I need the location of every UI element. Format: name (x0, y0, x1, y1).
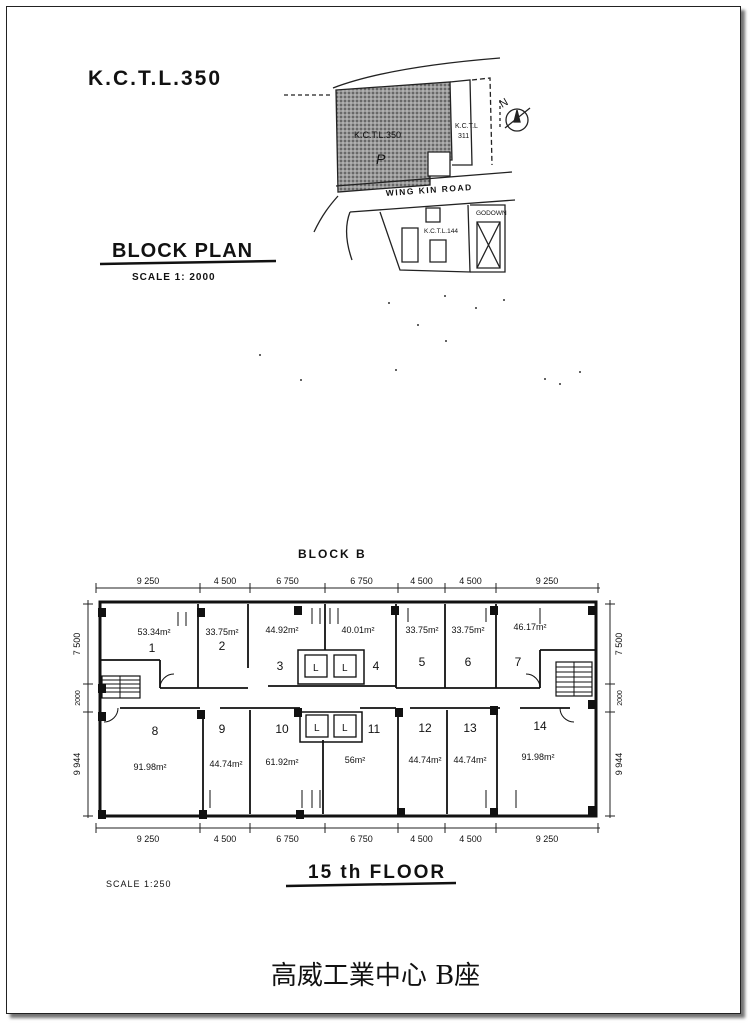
dims-bottom: 9 250 4 500 6 750 6 750 4 500 4 500 9 250 (137, 834, 559, 844)
lift-cores: L L L L (297, 649, 365, 743)
godown-label: GODOWN (476, 210, 507, 217)
site-label: K.C.T.L.350 (354, 130, 401, 140)
unit-10-area: 61.92m² (265, 757, 298, 767)
unit-1-area: 53.34m² (137, 627, 170, 637)
dim-bottom-6: 4 500 (459, 834, 482, 844)
columns (98, 606, 596, 819)
lift-1 (304, 654, 328, 678)
unit-11-number: 11 (368, 722, 381, 736)
unit-12-number: 12 (418, 721, 432, 735)
block-plan-title: BLOCK PLAN (112, 240, 253, 262)
unit-7-number: 7 (515, 655, 522, 669)
unit-6-area: 33.75m² (451, 625, 484, 635)
neighbor-lot-upper-2: 311 (458, 133, 469, 140)
dim-top-2: 4 500 (214, 576, 237, 586)
unit-6-number: 6 (465, 655, 472, 669)
floor-title-underline (285, 881, 457, 888)
lift-1-label: L (313, 663, 319, 674)
lift-core-lower (299, 711, 363, 743)
unit-13-area: 44.74m² (453, 755, 486, 765)
dim-bottom-7: 9 250 (536, 834, 559, 844)
dim-right-3: 9 944 (614, 753, 624, 776)
unit-9-area: 44.74m² (209, 759, 242, 769)
document-caption: 高威工業中心 B座 (270, 961, 481, 991)
dim-left-3: 9 944 (72, 753, 82, 776)
unit-5-number: 5 (419, 655, 426, 669)
unit-9-number: 9 (219, 722, 226, 736)
dim-right-1: 7 500 (614, 633, 624, 656)
lift-core-upper (297, 649, 365, 685)
dims-right: 7 500 2000 9 944 (614, 633, 624, 776)
lift-4 (333, 714, 357, 738)
lift-3 (305, 714, 329, 738)
unit-4-number: 4 (373, 659, 380, 673)
dim-bottom-1: 9 250 (137, 834, 160, 844)
unit-7-area: 46.17m² (513, 622, 546, 632)
unit-8-area: 91.98m² (133, 762, 166, 772)
unit-2-area: 33.75m² (205, 627, 238, 637)
lift-2-label: L (342, 663, 348, 674)
unit-14-number: 14 (533, 719, 547, 733)
site-map (284, 57, 516, 273)
dim-right-2: 2000 (617, 690, 624, 706)
unit-8-number: 8 (152, 724, 159, 738)
unit-5-area: 33.75m² (405, 625, 438, 635)
neighbor-lot-lower: K.C.T.L.144 (424, 228, 458, 235)
dim-top-6: 4 500 (459, 576, 482, 586)
dim-left-1: 7 500 (72, 633, 82, 656)
unit-3-area: 44.92m² (265, 625, 298, 635)
dimension-lines (83, 583, 615, 833)
dim-bottom-3: 6 750 (276, 834, 299, 844)
dim-top-3: 6 750 (276, 576, 299, 586)
floor-plan-scale: SCALE 1:250 (106, 879, 172, 889)
unit-12-area: 44.74m² (408, 755, 441, 765)
dim-top-7: 9 250 (536, 576, 559, 586)
unit-14-area: 91.98m² (521, 752, 554, 762)
dim-left-2: 2000 (75, 690, 82, 706)
dim-top-5: 4 500 (410, 576, 433, 586)
dim-top-1: 9 250 (137, 576, 160, 586)
floor-title: 15 th FLOOR (308, 862, 446, 883)
dim-bottom-5: 4 500 (410, 834, 433, 844)
unit-1-number: 1 (149, 641, 156, 655)
dim-bottom-2: 4 500 (214, 834, 237, 844)
site-letter: P (376, 151, 386, 167)
lift-4-label: L (342, 723, 348, 734)
block-plan-underline (99, 259, 277, 266)
dim-top-4: 6 750 (350, 576, 373, 586)
lot-title: K.C.T.L.350 (88, 67, 222, 90)
unit-3-number: 3 (277, 659, 284, 673)
unit-4-area: 40.01m² (341, 625, 374, 635)
lift-3-label: L (314, 723, 320, 734)
unit-10-number: 10 (275, 722, 289, 736)
unit-2-number: 2 (219, 639, 226, 653)
dim-bottom-4: 6 750 (350, 834, 373, 844)
block-title: BLOCK B (298, 547, 367, 561)
unit-13-number: 13 (463, 721, 477, 735)
block-plan-scale: SCALE 1: 2000 (132, 272, 216, 283)
scan-noise (259, 295, 581, 385)
unit-11-area: 56m² (345, 755, 366, 765)
unit-labels: 53.34m² 1 33.75m² 2 44.92m² 3 40.01m² 4 33.75m² 5… (133, 622, 554, 772)
dims-left: 7 500 2000 9 944 (72, 633, 82, 776)
north-arrow-icon (504, 107, 531, 132)
dims-top: 9 250 4 500 6 750 6 750 4 500 4 500 9 250 (137, 576, 559, 586)
neighbor-lot-upper-1: K.C.T.L (455, 123, 478, 130)
lift-2 (333, 654, 357, 678)
block-plan: K.C.T.L.350 (88, 57, 581, 385)
